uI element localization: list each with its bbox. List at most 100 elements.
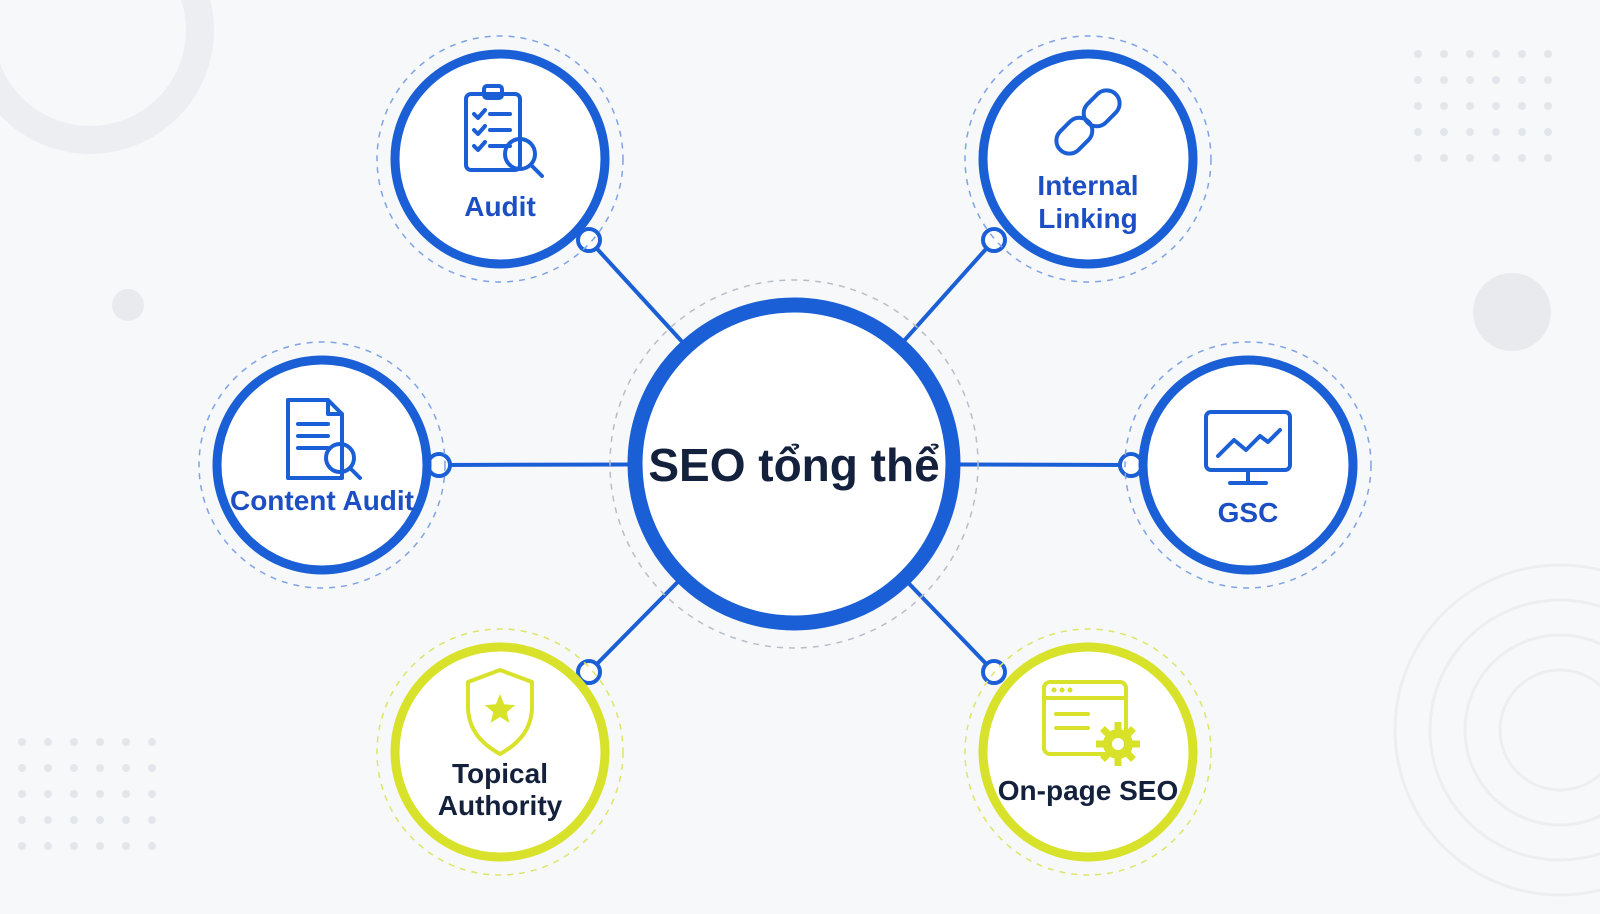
decor-dot: [1492, 154, 1500, 162]
node-label: Linking: [1038, 203, 1138, 234]
decor-dot: [44, 816, 52, 824]
node-dashed-ring: [198, 341, 446, 589]
node-circle: [978, 49, 1198, 269]
connector-anchor-audit: [576, 227, 602, 253]
decor-dot: [1518, 50, 1526, 58]
decor-dot: [18, 790, 26, 798]
node-label: Topical: [452, 758, 548, 789]
node-dashed-ring: [964, 35, 1212, 283]
decor-dot: [1466, 154, 1474, 162]
decor-dot-left: [112, 289, 144, 321]
decor-dot: [148, 738, 156, 746]
center-circle: [627, 297, 961, 631]
decor-dot: [1544, 76, 1552, 84]
node-content-audit[interactable]: Content Audit: [198, 341, 446, 589]
center-label: SEO tổng thể: [648, 439, 939, 491]
decor-ring-top-left: [0, 0, 214, 154]
decor-dot: [148, 790, 156, 798]
decor-dot: [1414, 102, 1422, 110]
decor-dot: [1440, 102, 1448, 110]
connector-topical-authority: [587, 578, 682, 674]
shield-star-icon: [466, 668, 534, 756]
decor-dot: [44, 842, 52, 850]
decor-dot: [1492, 76, 1500, 84]
decor-dot: [1492, 102, 1500, 110]
decor-dot: [96, 764, 104, 772]
decor-dot: [1544, 50, 1552, 58]
browser-gear-icon: [1042, 680, 1140, 766]
center-dashed-ring: [609, 279, 979, 649]
decor-dot: [96, 816, 104, 824]
decor-dot: [148, 842, 156, 850]
chain-link-icon: [1054, 88, 1122, 156]
node-label: Audit: [464, 191, 536, 222]
decor-dot: [1518, 154, 1526, 162]
decor-dot: [1440, 76, 1448, 84]
decor-dot: [1544, 128, 1552, 136]
node-label: Authority: [438, 790, 563, 821]
decor-dot: [70, 816, 78, 824]
decor-dot: [18, 738, 26, 746]
decor-dot: [70, 842, 78, 850]
decor-dot: [1440, 50, 1448, 58]
node-gsc[interactable]: GSC: [1124, 341, 1372, 589]
node-on-page-seo[interactable]: On-page SEO: [964, 628, 1212, 876]
decor-dot: [1414, 154, 1422, 162]
decor-dot: [44, 764, 52, 772]
node-label: GSC: [1218, 497, 1279, 528]
decor-dot: [70, 738, 78, 746]
decor-dot: [18, 842, 26, 850]
decor-dot-grid-bottom-left: [18, 738, 156, 850]
connector-on-page-seo: [905, 580, 996, 674]
node-dashed-ring: [376, 628, 624, 876]
decor-dot: [122, 790, 130, 798]
decor-dot: [148, 816, 156, 824]
decor-dot: [96, 842, 104, 850]
node-dashed-ring: [1124, 341, 1372, 589]
node-dashed-ring: [376, 35, 624, 283]
decor-dot: [70, 764, 78, 772]
decor-dot: [1414, 128, 1422, 136]
connector-gsc: [956, 462, 1132, 467]
decor-dot: [1492, 128, 1500, 136]
decor-dot: [70, 790, 78, 798]
decor-dot: [1440, 154, 1448, 162]
decor-dot: [148, 764, 156, 772]
decor-dot: [1492, 50, 1500, 58]
decor-dot: [96, 738, 104, 746]
decor-dot: [122, 842, 130, 850]
connector-internal-linking: [901, 238, 996, 344]
decor-dot: [1414, 76, 1422, 84]
decor-dot: [96, 790, 104, 798]
document-search-icon: [286, 398, 362, 480]
monitor-chart-icon: [1204, 410, 1292, 485]
decor-dot: [1544, 154, 1552, 162]
decor-dot: [44, 790, 52, 798]
decor-dot: [122, 738, 130, 746]
decor-dot: [44, 738, 52, 746]
decor-dot: [1544, 102, 1552, 110]
decor-dot: [1518, 76, 1526, 84]
decor-dot: [1440, 128, 1448, 136]
node-circle: [390, 49, 610, 269]
clipboard-search-icon: [464, 84, 544, 178]
decor-dot: [18, 816, 26, 824]
connector-anchor-topical-authority: [576, 659, 602, 685]
decor-dot: [18, 764, 26, 772]
node-circle: [1138, 355, 1358, 575]
decor-dot: [1518, 128, 1526, 136]
node-label: Content Audit: [230, 485, 414, 516]
connector-anchor-internal-linking: [981, 227, 1007, 253]
decor-dot: [1466, 128, 1474, 136]
decor-dot: [122, 764, 130, 772]
center-node[interactable]: SEO tổng thể: [609, 279, 979, 649]
decor-dot: [1466, 102, 1474, 110]
decor-dot: [1414, 50, 1422, 58]
node-audit[interactable]: Audit: [376, 35, 624, 283]
node-dashed-ring: [964, 628, 1212, 876]
